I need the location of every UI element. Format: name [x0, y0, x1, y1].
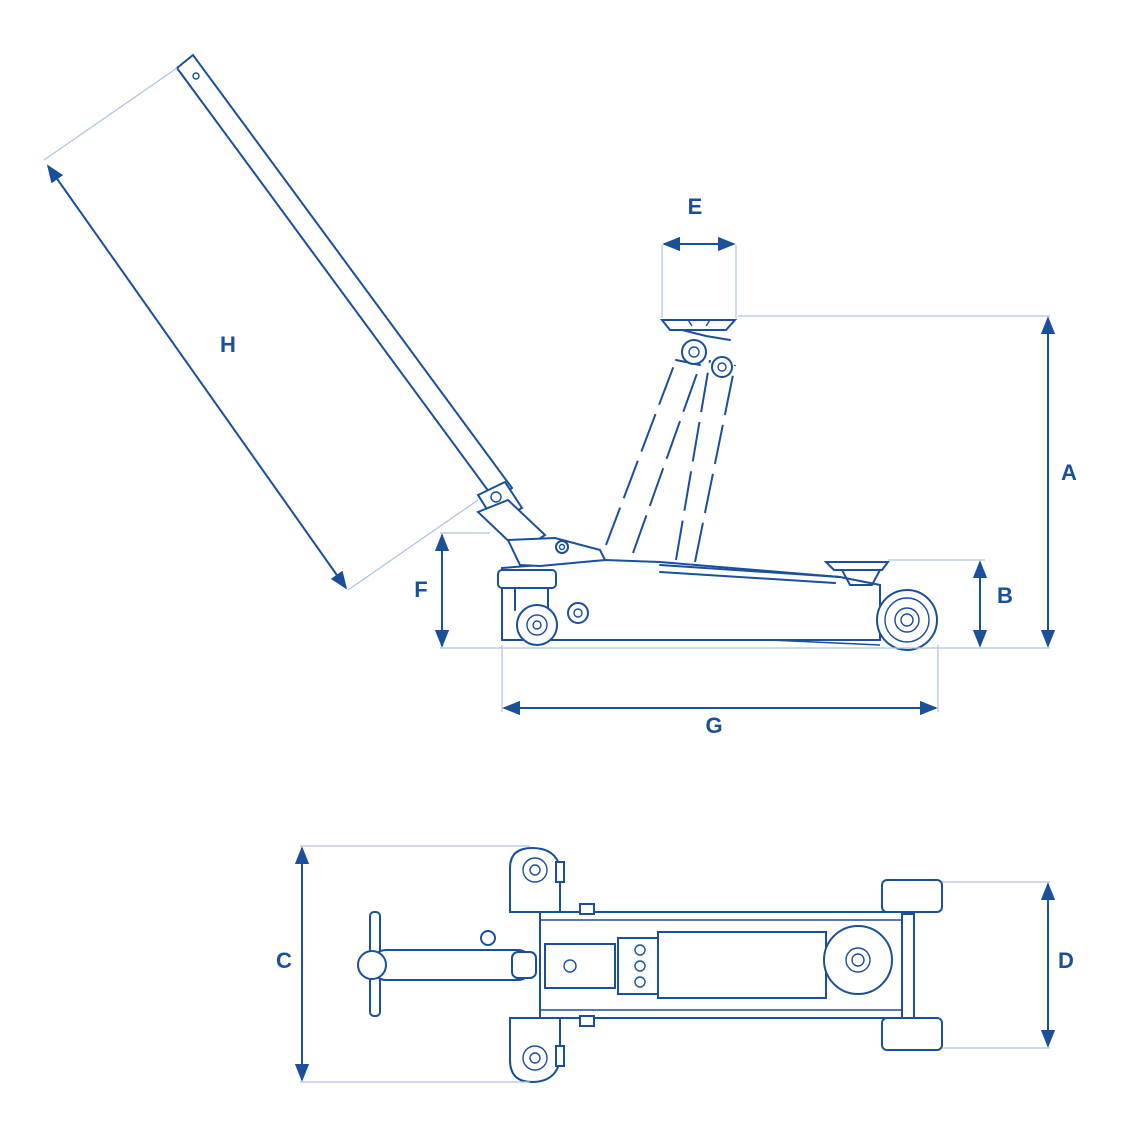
label-g: G [705, 713, 722, 738]
label-h: H [220, 332, 236, 357]
handle [175, 53, 547, 554]
top-rear-wheel-lower [881, 1017, 943, 1051]
top-handle [357, 911, 537, 1017]
label-a: A [1061, 460, 1077, 485]
saddle [659, 319, 738, 378]
top-caster-lower [509, 1017, 565, 1084]
lift-arm [605, 359, 736, 563]
side-view [175, 53, 938, 651]
chassis [501, 536, 881, 646]
label-c: C [276, 948, 292, 973]
rear-wheel [876, 589, 938, 651]
side-dimensions [43, 67, 1056, 716]
label-b: B [997, 583, 1013, 608]
caster-wheel [497, 569, 558, 646]
top-frame [539, 903, 915, 1027]
label-f: F [414, 577, 427, 602]
dimension-labels: A B C D E F G H [220, 194, 1077, 973]
label-d: D [1058, 948, 1074, 973]
label-e: E [688, 194, 703, 219]
top-rear-wheel-upper [881, 879, 943, 913]
top-dimensions [294, 845, 1056, 1083]
lower-saddle [823, 561, 890, 586]
top-caster-upper [509, 846, 565, 913]
top-view [357, 846, 943, 1084]
